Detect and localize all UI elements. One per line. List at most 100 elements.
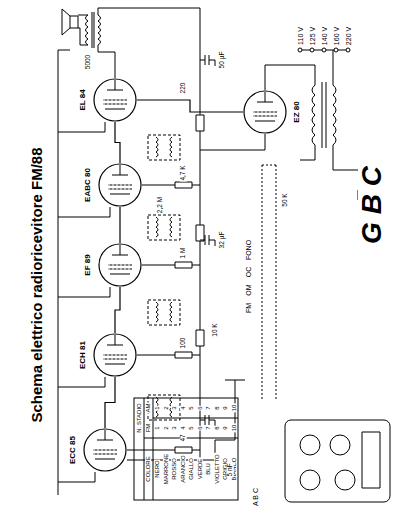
table-cell: BLU: [205, 462, 211, 476]
tube-label: ECC 85: [69, 435, 77, 465]
tube-grid: [108, 265, 132, 269]
tube-label: EABC 80: [84, 167, 92, 203]
table-header: FM: [145, 423, 151, 434]
table-cell: 3: [171, 405, 177, 410]
component-value: 220: [180, 82, 187, 95]
tube-electrodes: [93, 430, 117, 459]
tube-label: EL 84: [79, 88, 87, 111]
tube-electrodes: [253, 92, 277, 121]
table-cell: 9: [222, 425, 228, 430]
tube-electrodes: [108, 245, 132, 274]
vacuum-tube: ECC 85: [83, 428, 127, 472]
table-cell: 10: [231, 424, 237, 433]
tube-grid: [253, 112, 277, 116]
component-value: 50 µF: [219, 51, 226, 70]
component-value: 47: [180, 433, 187, 442]
table-cell: 1: [154, 405, 160, 410]
tube-outline: [99, 244, 141, 286]
voltage-label: 160 V: [333, 26, 340, 46]
voltage-label: 110 V: [297, 26, 304, 46]
tube-outline: [94, 334, 136, 376]
table-cell: 8: [214, 425, 220, 430]
table-cell: ROSSO: [171, 457, 177, 481]
tube-label: EF 89: [84, 253, 92, 276]
vacuum-tube: EABC 80: [98, 163, 142, 207]
control-panel: [285, 420, 390, 502]
component-value: 4,7 K: [180, 164, 187, 181]
component-value: 1 M: [180, 247, 187, 260]
tube-grid: [103, 100, 127, 104]
component-value: 5000: [85, 54, 92, 70]
signal-wire: [105, 377, 115, 428]
table-cell: 7: [205, 425, 211, 430]
table-cell: GIALLO: [188, 457, 194, 481]
table-cell: ARANCIO: [180, 454, 186, 483]
tube-envelope: [98, 163, 142, 207]
table-cell: NERO: [154, 459, 160, 478]
table-cell: 7: [205, 405, 211, 410]
brand-logo: G B C: [358, 165, 386, 245]
tube-label: ECH 81: [79, 340, 87, 370]
component-value: 100: [180, 337, 187, 350]
tube-label: EZ 80: [293, 100, 301, 123]
component-value: 2,2 M: [157, 196, 164, 214]
voltage-label: 220 V: [345, 26, 352, 46]
table-cell: 5: [188, 405, 194, 410]
tube-envelope: [243, 90, 287, 134]
vacuum-tube: EZ 80: [243, 90, 287, 134]
switch-label: FM: [245, 302, 252, 314]
table-cell: 4: [180, 425, 186, 430]
table-grid: [144, 398, 238, 500]
resistor-symbol: [175, 115, 204, 453]
tube-outline: [84, 429, 126, 471]
table-cell: VIOLETTO: [214, 453, 220, 485]
table-cell: 6: [197, 405, 203, 410]
signal-wire: [115, 122, 120, 163]
table-cell: 3: [171, 425, 177, 430]
table-header: COLORE: [145, 455, 151, 482]
table-cell: 10: [231, 404, 237, 413]
tube-outline: [244, 91, 286, 133]
voltage-selector: [298, 48, 350, 52]
switch-label: FONO: [245, 239, 252, 261]
component-value: 32 µF: [219, 231, 226, 250]
loudspeaker: [62, 9, 78, 35]
component-value: 10 K: [212, 322, 219, 337]
tube-envelope: [93, 78, 137, 122]
component-value: 50 K: [282, 192, 289, 207]
table-header: AM: [145, 403, 151, 414]
diagram-title: Schema elettrico radioricevitore FM/88: [29, 146, 44, 423]
table-cell: 1: [154, 425, 160, 430]
capacitor-symbol: [200, 55, 215, 426]
output-transformer: [86, 12, 101, 48]
table-cell: 2: [163, 425, 169, 430]
table-cell: 2: [163, 405, 169, 410]
table-cell: 6: [197, 425, 203, 430]
wiring: [58, 8, 365, 495]
tube-grid: [108, 185, 132, 189]
voltage-label: 140 V: [321, 26, 328, 46]
terminal-label: A B C: [252, 487, 259, 507]
tube-electrodes: [103, 80, 127, 109]
table-cell: 9: [222, 405, 228, 410]
table-cell: MARRONE: [163, 453, 169, 486]
vacuum-tube: EL 84: [93, 78, 137, 122]
table-cell: 8: [214, 405, 220, 410]
tube-grid: [103, 355, 127, 359]
switch-label: OM: [245, 283, 252, 296]
switch-label: OC: [245, 266, 252, 279]
tube-electrodes: [103, 335, 127, 364]
signal-wire: [115, 287, 120, 333]
color-table: [134, 398, 238, 500]
voltage-label: 125 V: [309, 26, 316, 46]
control-knobs: [300, 432, 380, 490]
table-cell: VERDE: [197, 458, 203, 481]
switch-band: [262, 165, 276, 400]
component-value: 5 nF: [227, 462, 234, 477]
power-transformer: [312, 82, 336, 148]
tube-envelope: [93, 333, 137, 377]
table-cell: 5: [188, 425, 194, 430]
table-caption: N. STADIO: [136, 402, 142, 434]
